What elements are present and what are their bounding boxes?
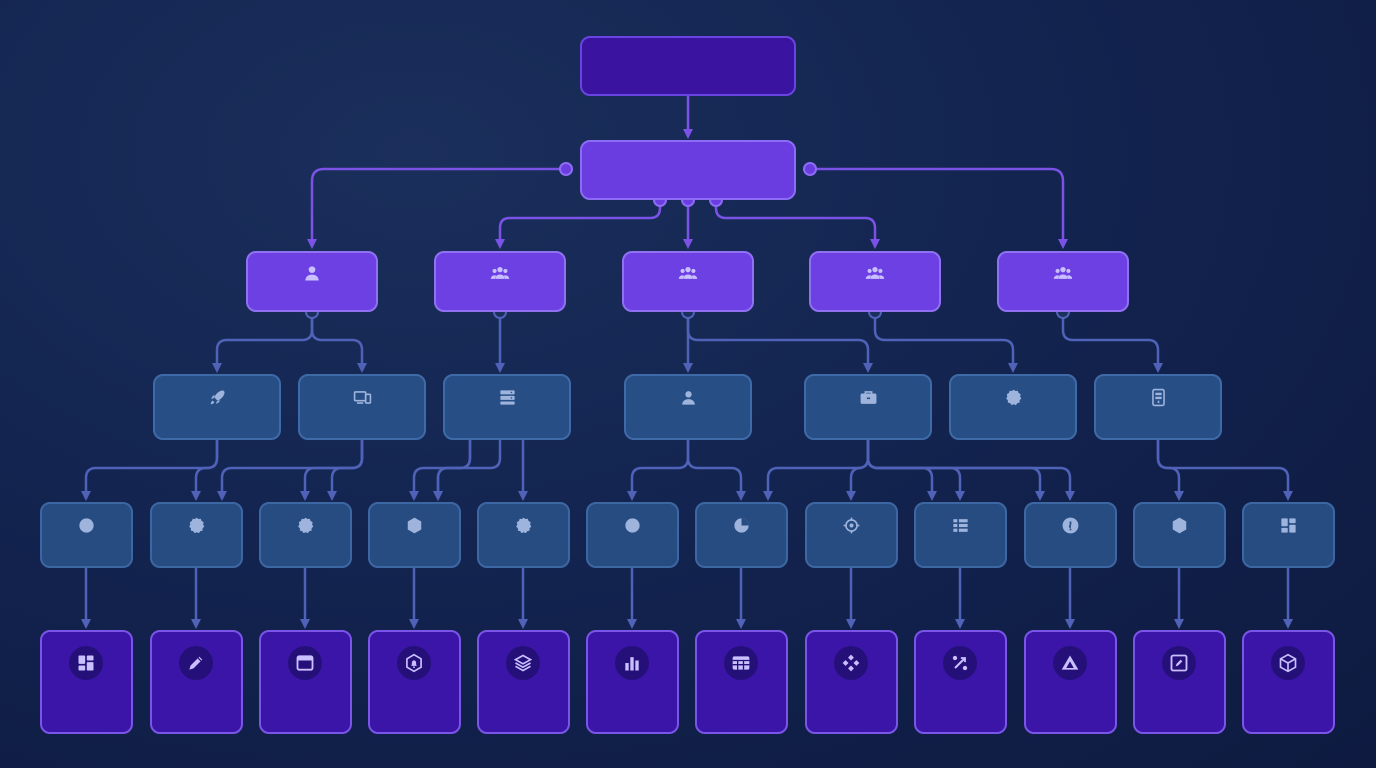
connector-30 — [866, 440, 1075, 501]
info-icon — [1061, 516, 1080, 535]
team-node-2[interactable] — [434, 251, 566, 312]
connector-32 — [1156, 440, 1293, 501]
briefcase-icon — [859, 388, 878, 407]
team-node-3[interactable] — [622, 251, 754, 312]
rocket-icon — [208, 388, 227, 407]
badge-icon — [187, 516, 206, 535]
unit-node-11[interactable] — [1132, 502, 1226, 568]
connector-6 — [714, 200, 880, 249]
unit-node-2[interactable] — [149, 502, 243, 568]
tool-node-9[interactable] — [913, 630, 1007, 734]
group-icon — [865, 263, 885, 283]
unit-node-9[interactable] — [913, 502, 1007, 568]
tool-node-1[interactable] — [39, 630, 133, 734]
circle-icon — [77, 516, 96, 535]
group-icon — [490, 263, 510, 283]
unit-node-3[interactable] — [258, 502, 352, 568]
department-node-7[interactable] — [1094, 374, 1222, 440]
badge-icon — [296, 516, 315, 535]
table-icon — [724, 646, 758, 680]
hub-node[interactable] — [580, 140, 796, 200]
pie-chart-icon — [732, 516, 751, 535]
user-icon — [679, 388, 698, 407]
unit-node-7[interactable] — [694, 502, 788, 568]
connector-7 — [212, 312, 314, 373]
department-node-4[interactable] — [624, 374, 752, 440]
connector-12 — [873, 312, 1018, 373]
team-node-1[interactable] — [246, 251, 378, 312]
pencil-icon — [179, 646, 213, 680]
department-node-1[interactable] — [153, 374, 281, 440]
devices-icon — [353, 388, 372, 407]
layers-icon — [506, 646, 540, 680]
tool-node-3[interactable] — [258, 630, 352, 734]
connector-21 — [433, 440, 502, 501]
tool-node-5[interactable] — [476, 630, 570, 734]
diamond-grid-icon — [834, 646, 868, 680]
tool-node-4[interactable] — [367, 630, 461, 734]
tool-node-2[interactable] — [149, 630, 243, 734]
unit-node-12[interactable] — [1241, 502, 1335, 568]
bell-shield-icon — [397, 646, 431, 680]
connector-11 — [686, 312, 873, 373]
tool-node-12[interactable] — [1241, 630, 1335, 734]
scale-icon — [943, 646, 977, 680]
connector-24 — [686, 440, 746, 501]
department-node-3[interactable] — [443, 374, 571, 440]
connector-13 — [1061, 312, 1163, 373]
tool-node-7[interactable] — [694, 630, 788, 734]
tool-node-10[interactable] — [1023, 630, 1117, 734]
unit-node-6[interactable] — [585, 502, 679, 568]
tool-node-11[interactable] — [1132, 630, 1226, 734]
dashboard-icon — [1279, 516, 1298, 535]
tool-node-6[interactable] — [585, 630, 679, 734]
department-node-5[interactable] — [804, 374, 932, 440]
department-node-2[interactable] — [298, 374, 426, 440]
circle-icon — [623, 516, 642, 535]
team-node-4[interactable] — [809, 251, 941, 312]
connector-port — [559, 162, 573, 176]
server-icon — [498, 388, 517, 407]
user-icon — [302, 263, 322, 283]
badge-icon — [514, 516, 533, 535]
triangle-icon — [1053, 646, 1087, 680]
unit-node-4[interactable] — [367, 502, 461, 568]
edit-square-icon — [1162, 646, 1196, 680]
dashboard-icon — [69, 646, 103, 680]
connector-4 — [495, 200, 662, 249]
group-icon — [1053, 263, 1073, 283]
connector-2 — [307, 167, 566, 249]
connector-port — [803, 162, 817, 176]
badge-icon — [1004, 388, 1023, 407]
connector-8 — [310, 312, 367, 373]
target-icon — [842, 516, 861, 535]
connector-18 — [327, 440, 364, 501]
bar-chart-icon — [615, 646, 649, 680]
connector-14 — [81, 440, 219, 501]
group-icon — [678, 263, 698, 283]
hexagon-icon — [1170, 516, 1189, 535]
connector-3 — [810, 167, 1068, 249]
department-node-6[interactable] — [949, 374, 1077, 440]
connector-23 — [627, 440, 690, 501]
window-icon — [288, 646, 322, 680]
database-icon — [1149, 388, 1168, 407]
unit-node-8[interactable] — [804, 502, 898, 568]
team-node-5[interactable] — [997, 251, 1129, 312]
root-node[interactable] — [580, 36, 796, 96]
cube-icon — [1271, 646, 1305, 680]
connector-25 — [763, 440, 870, 501]
connector-15 — [191, 440, 219, 501]
grid-icon — [951, 516, 970, 535]
hexagon-icon — [405, 516, 424, 535]
tool-node-8[interactable] — [804, 630, 898, 734]
unit-node-5[interactable] — [476, 502, 570, 568]
unit-node-1[interactable] — [39, 502, 133, 568]
unit-node-10[interactable] — [1023, 502, 1117, 568]
